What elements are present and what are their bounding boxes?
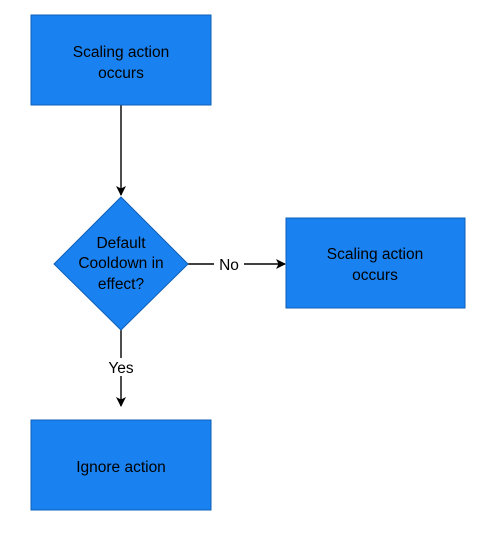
edge-label-background [104, 358, 138, 376]
edge-decision-to-no: No [188, 255, 286, 274]
node-yes-result: Ignore action [30, 419, 212, 511]
edge-decision-to-yes: Yes [104, 330, 138, 407]
node-start-line-2: occurs [98, 65, 144, 82]
node-no-result-line-1: Scaling action [327, 246, 424, 263]
node-decision-line-3: effect? [98, 276, 145, 293]
node-no-result-line-2: occurs [352, 267, 398, 284]
edge-label-no: No [219, 257, 239, 274]
node-decision-line-2: Cooldown in [78, 255, 163, 272]
node-no-result: Scaling action occurs [285, 217, 466, 309]
node-start: Scaling action occurs [30, 14, 212, 106]
edge-label-background [214, 255, 244, 273]
edge-label-yes: Yes [108, 360, 134, 377]
node-yes-result-line-1: Ignore action [76, 459, 166, 476]
node-start-line-1: Scaling action [73, 44, 170, 61]
node-decision: Default Cooldown in effect? [53, 196, 189, 331]
node-decision-line-1: Default [96, 235, 146, 252]
